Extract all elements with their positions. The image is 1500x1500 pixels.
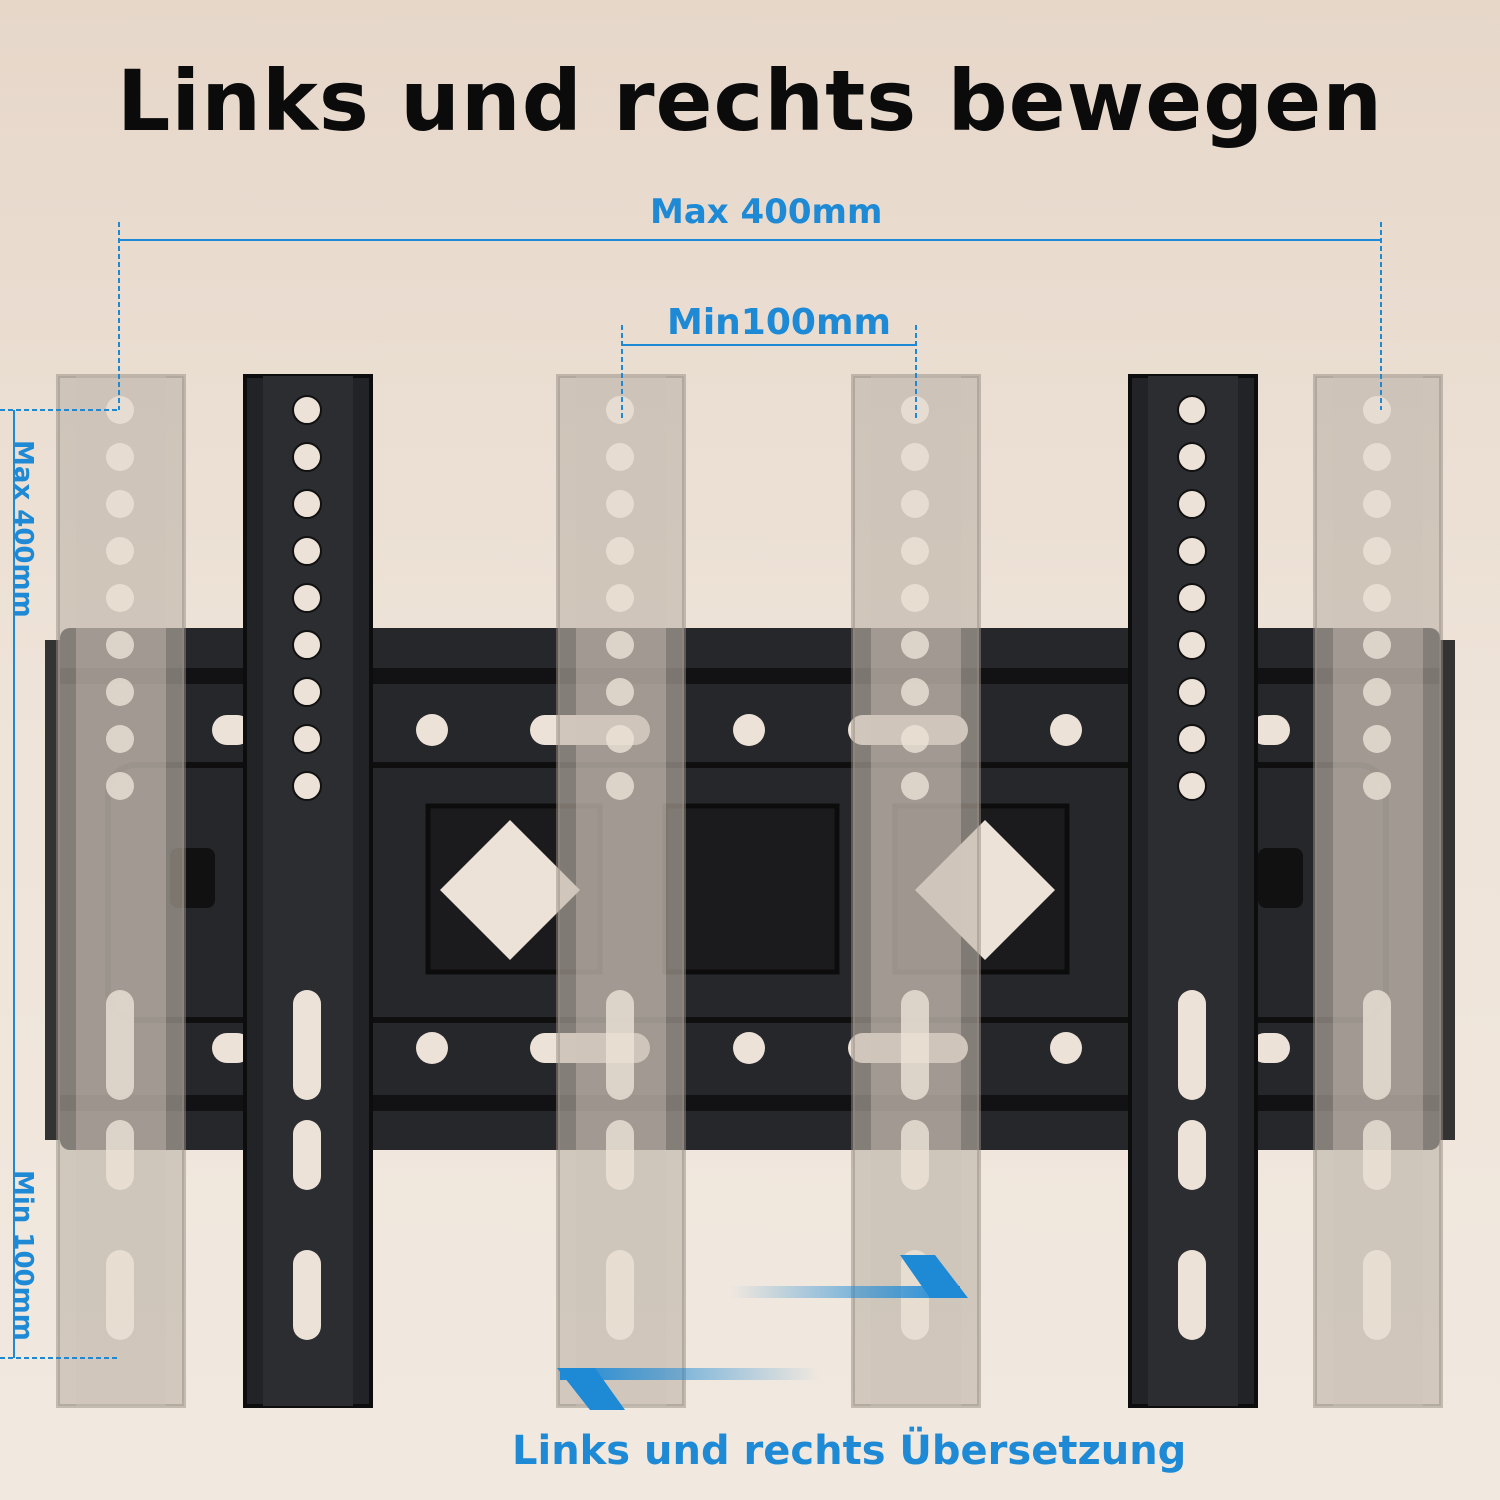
dimension-lines bbox=[0, 222, 1382, 1359]
mount-hole bbox=[733, 1032, 765, 1064]
arrow-right-icon bbox=[730, 1255, 968, 1298]
mount-hole bbox=[1050, 714, 1082, 746]
knob-icon bbox=[1258, 848, 1303, 908]
ghost-bracket bbox=[851, 374, 981, 1408]
max-width-label: Max 400mm bbox=[650, 192, 883, 232]
mount-hole bbox=[1050, 1032, 1082, 1064]
vertical-bracket bbox=[1128, 374, 1258, 1408]
mount-hole bbox=[416, 714, 448, 746]
page-title: Links und rechts bewegen bbox=[116, 52, 1384, 150]
mount-hole bbox=[416, 1032, 448, 1064]
min-width-label: Min100mm bbox=[667, 302, 891, 343]
arrow-left-icon bbox=[557, 1368, 820, 1410]
ghost-bracket bbox=[556, 374, 686, 1408]
diamond-cutout bbox=[440, 820, 580, 960]
ghost-bracket bbox=[1313, 374, 1443, 1408]
wall-plate bbox=[45, 628, 1455, 1150]
mount-hole bbox=[733, 714, 765, 746]
caption: Links und rechts Übersetzung bbox=[512, 1428, 1187, 1474]
min-height-label: Min 100mm bbox=[8, 1170, 38, 1341]
vertical-bracket bbox=[243, 374, 373, 1408]
max-height-label: Max 400mm bbox=[8, 440, 38, 618]
ghost-bracket bbox=[56, 374, 186, 1408]
